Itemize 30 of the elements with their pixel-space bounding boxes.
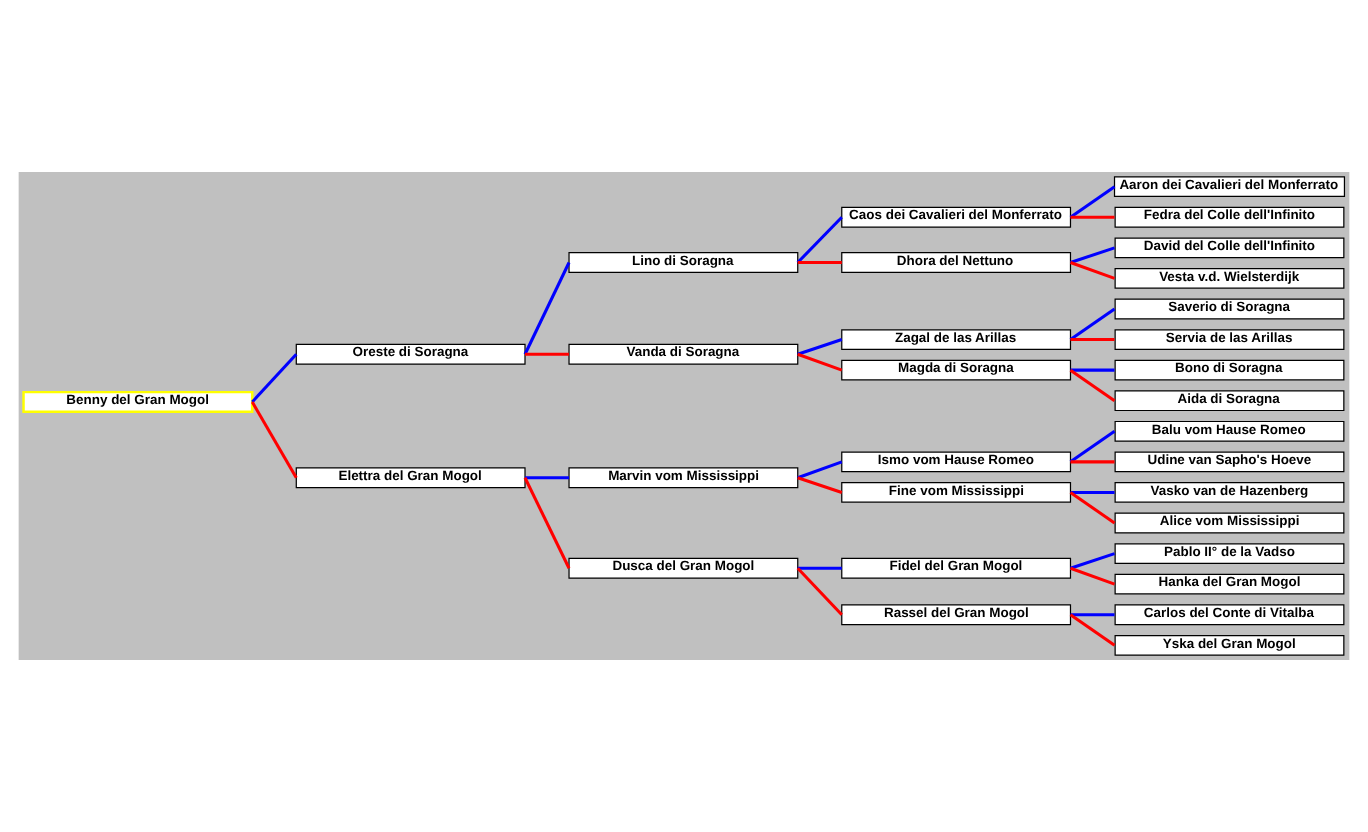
connector	[1070, 368, 1115, 372]
connector	[525, 352, 570, 356]
connector	[1070, 338, 1115, 342]
connector	[797, 460, 843, 480]
connector	[797, 338, 843, 356]
connector	[1069, 613, 1116, 647]
connector	[1070, 460, 1115, 464]
connector	[1069, 261, 1116, 280]
connector	[1070, 552, 1115, 570]
connector	[1070, 246, 1115, 264]
connector	[525, 476, 570, 480]
connector	[1069, 307, 1116, 341]
connector	[797, 566, 842, 570]
connector	[797, 261, 842, 265]
connector	[1069, 185, 1116, 219]
connector	[797, 352, 843, 372]
connector	[1070, 490, 1115, 494]
connector	[523, 477, 571, 569]
connector	[250, 401, 298, 479]
connector	[796, 567, 843, 616]
connector	[796, 216, 843, 264]
connector	[1069, 430, 1116, 464]
connector	[1069, 368, 1116, 402]
connector	[1070, 613, 1115, 617]
connector	[251, 353, 298, 403]
connector	[1069, 566, 1116, 586]
connector	[1069, 491, 1116, 525]
connector	[1070, 215, 1115, 219]
connector	[797, 476, 843, 494]
connector	[523, 261, 571, 355]
